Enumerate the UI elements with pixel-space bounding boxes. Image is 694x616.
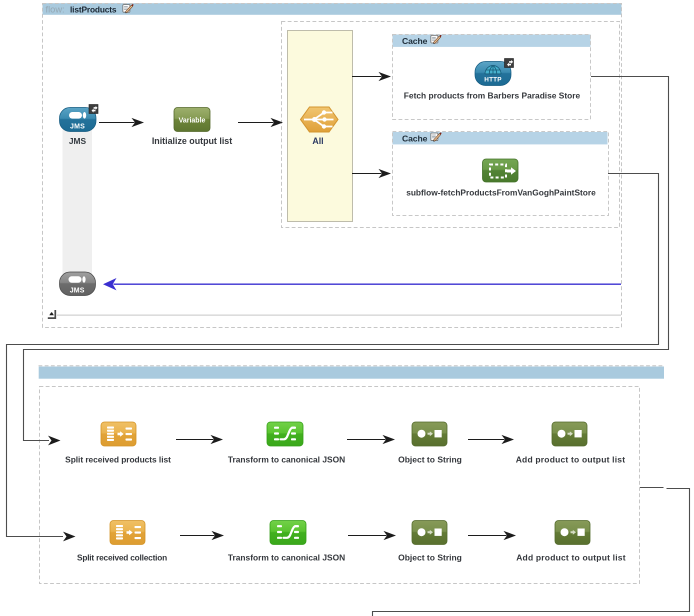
svg-text:Object to String: Object to String bbox=[398, 455, 462, 465]
svg-text:Split received collection: Split received collection bbox=[77, 553, 167, 563]
svg-text:JMS: JMS bbox=[70, 123, 85, 130]
svg-text:JMS: JMS bbox=[70, 287, 85, 294]
svg-text:Variable: Variable bbox=[179, 118, 206, 125]
svg-text:flow:: flow: bbox=[46, 4, 65, 14]
svg-text:listProducts: listProducts bbox=[70, 4, 117, 14]
svg-text:Fetch products from Barbers Pa: Fetch products from Barbers Paradise Sto… bbox=[404, 91, 581, 101]
svg-text:Transform to canonical JSON: Transform to canonical JSON bbox=[228, 455, 345, 465]
svg-text:HTTP: HTTP bbox=[484, 77, 502, 84]
svg-text:subflow-fetchProductsFromVanGo: subflow-fetchProductsFromVanGoghPaintSto… bbox=[406, 188, 596, 198]
svg-text:Add product to output list: Add product to output list bbox=[516, 553, 626, 563]
svg-text:Initialize output list: Initialize output list bbox=[152, 136, 232, 146]
svg-text:Add product to output list: Add product to output list bbox=[516, 455, 626, 465]
svg-text:Split received products list: Split received products list bbox=[65, 455, 171, 465]
svg-text:Cache: Cache bbox=[402, 134, 428, 144]
svg-text:Object to String: Object to String bbox=[398, 553, 462, 563]
svg-text:Transform to canonical JSON: Transform to canonical JSON bbox=[228, 553, 345, 563]
svg-text:JMS: JMS bbox=[69, 136, 87, 146]
svg-text:All: All bbox=[312, 136, 323, 146]
svg-text:Cache: Cache bbox=[402, 36, 428, 46]
